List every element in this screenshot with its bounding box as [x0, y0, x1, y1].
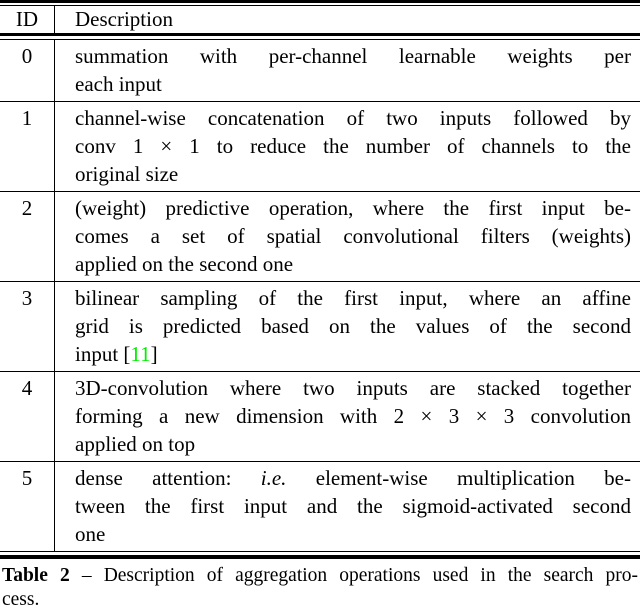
- table-body: 0 summation with per-channel learnable we…: [0, 40, 640, 551]
- row-description-cell: dense attention: i.e. element-wise multi…: [55, 462, 640, 551]
- citation-link[interactable]: 11: [130, 342, 151, 366]
- description-line: applied on the second one: [75, 252, 294, 276]
- caption-line: cess.: [2, 589, 40, 610]
- description-line: comes a set of spatial convolutional fil…: [75, 224, 631, 248]
- description-line: each input: [75, 72, 162, 96]
- description-line: forming a new dimension with 2 × 3 × 3 c…: [75, 404, 631, 428]
- description-line: one: [75, 522, 106, 546]
- row-description-cell: channel-wise concatenation of two inputs…: [55, 102, 640, 191]
- table-row: 1 channel-wise concatenation of two input…: [0, 101, 640, 191]
- row-id-cell: 2: [0, 192, 55, 281]
- caption-text: – Description of aggregation operations …: [81, 565, 639, 586]
- caption-line: Table 2 – Description of aggregation ope…: [2, 564, 638, 588]
- row-id-cell: 1: [0, 102, 55, 191]
- table-row: 4 3D-convolution where two inputs are sta…: [0, 371, 640, 461]
- description-line: dense attention: i.e. element-wise multi…: [75, 466, 631, 490]
- row-description-cell: (weight) predictive operation, where the…: [55, 192, 640, 281]
- table-row: 2 (weight) predictive operation, where th…: [0, 191, 640, 281]
- row-id-cell: 5: [0, 462, 55, 551]
- description-line: bilinear sampling of the first input, wh…: [75, 286, 631, 310]
- caption-label: Table 2: [2, 565, 70, 586]
- description-line: conv 1 × 1 to reduce the number of chann…: [75, 134, 631, 158]
- header-separator-rule: [0, 33, 640, 40]
- description-line: summation with per-channel learnable wei…: [75, 44, 631, 68]
- description-line: channel-wise concatenation of two inputs…: [75, 106, 631, 130]
- description-line: (weight) predictive operation, where the…: [75, 196, 631, 220]
- row-id-cell: 3: [0, 282, 55, 371]
- table-top-rule: [0, 0, 640, 6]
- header-description-label: Description: [75, 7, 173, 31]
- latin-abbreviation: i.e.: [260, 466, 287, 490]
- row-description-cell: bilinear sampling of the first input, wh…: [55, 282, 640, 371]
- description-line: grid is predicted based on the values of…: [75, 314, 631, 338]
- description-line: input [11]: [75, 342, 158, 366]
- row-id-cell: 0: [0, 40, 55, 101]
- table-row: 5 dense attention: i.e. element-wise mult…: [0, 461, 640, 551]
- table-row: 3 bilinear sampling of the first input, w…: [0, 281, 640, 371]
- row-description-cell: 3D-convolution where two inputs are stac…: [55, 372, 640, 461]
- description-line: 3D-convolution where two inputs are stac…: [75, 376, 631, 400]
- table-header-row: ID Description: [0, 6, 640, 33]
- description-line: original size: [75, 162, 179, 186]
- row-id-cell: 4: [0, 372, 55, 461]
- header-id-label: ID: [0, 6, 55, 33]
- description-line: applied on top: [75, 432, 196, 456]
- row-description-cell: summation with per-channel learnable wei…: [55, 40, 640, 101]
- table-bottom-rule: [0, 551, 640, 559]
- description-line: tween the first input and the sigmoid-ac…: [75, 494, 631, 518]
- table-row: 0 summation with per-channel learnable we…: [0, 40, 640, 101]
- table-caption: Table 2 – Description of aggregation ope…: [0, 564, 640, 612]
